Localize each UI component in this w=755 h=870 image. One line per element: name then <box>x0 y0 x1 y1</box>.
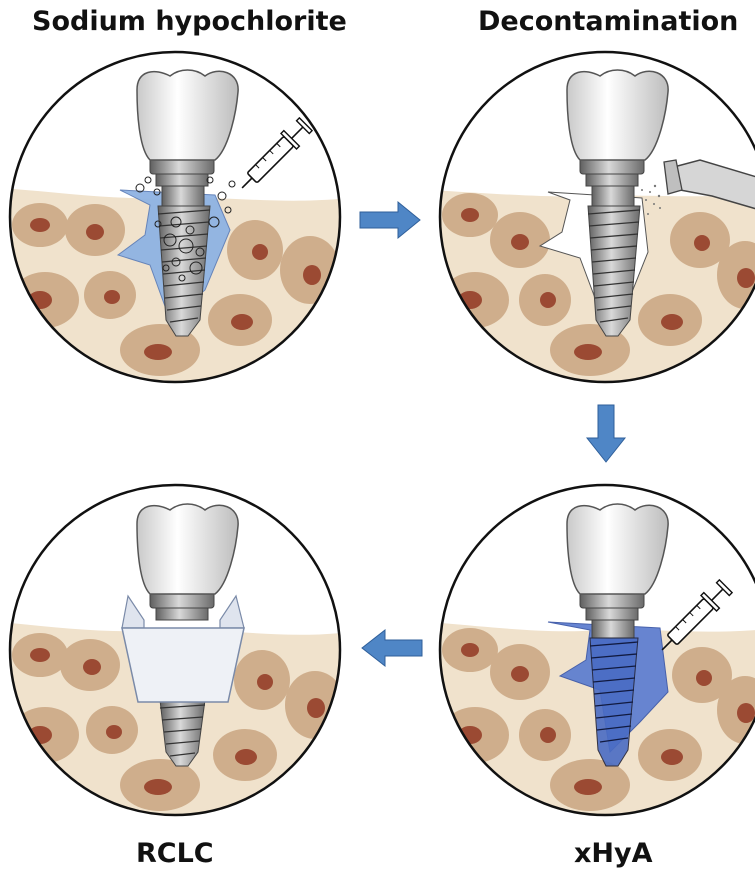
arrow-right-icon <box>360 202 420 238</box>
panel-xhya <box>430 485 755 840</box>
arrow-down-icon <box>587 405 625 462</box>
crown <box>567 70 668 160</box>
crown <box>137 70 238 160</box>
crown <box>137 504 238 594</box>
panel-decontamination <box>430 52 755 400</box>
panel-rclc <box>0 485 350 840</box>
panel-sodium-hypochlorite <box>0 52 350 400</box>
crown <box>567 504 668 594</box>
arrow-left-icon <box>362 630 422 666</box>
